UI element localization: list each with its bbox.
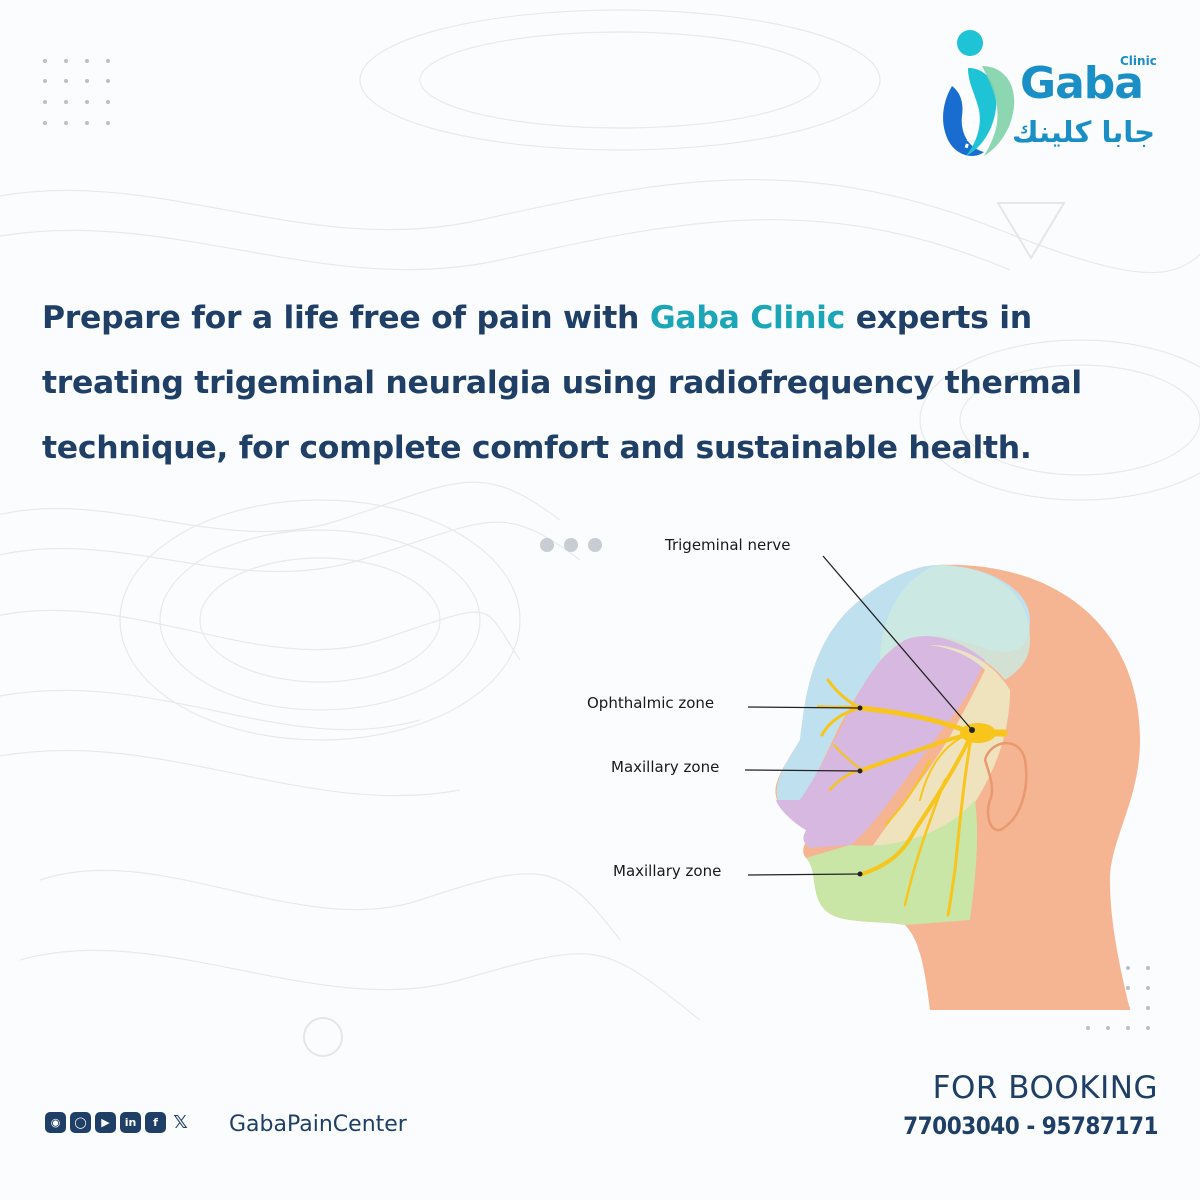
headline-highlight: Gaba Clinic	[649, 300, 846, 336]
x-icon[interactable]: 𝕏	[173, 1112, 188, 1133]
headline-after: experts in treating trigeminal neuralgia…	[42, 300, 1082, 466]
label-ophthalmic-zone: Ophthalmic zone	[587, 694, 715, 712]
booking-title: FOR BOOKING	[932, 1070, 1158, 1106]
circle-decoration	[303, 1017, 343, 1057]
ellipsis-dots	[540, 538, 602, 552]
dot-grid-top-left	[43, 59, 110, 125]
triangle-decoration	[996, 202, 1066, 260]
social-icons: ◉ ◯ ▶ in f 𝕏	[45, 1112, 191, 1133]
ear	[983, 741, 1028, 832]
label-maxillary-zone: Maxillary zone	[611, 758, 720, 776]
mandibular-zone	[806, 800, 978, 925]
trigeminal-head-illustration	[744, 555, 1140, 1010]
globe-icon[interactable]: ◉	[45, 1112, 66, 1133]
logo-brand-name: Gaba	[1020, 58, 1144, 109]
logo-figure-icon	[943, 30, 1015, 156]
booking-phones[interactable]: 77003040 - 95787171	[903, 1112, 1158, 1140]
logo-clinic-text: Clinic	[1120, 54, 1157, 68]
label-trigeminal-nerve: Trigeminal nerve	[665, 536, 791, 554]
headline: Prepare for a life free of pain with Gab…	[42, 286, 1152, 481]
linkedin-icon[interactable]: in	[120, 1112, 141, 1133]
instagram-icon[interactable]: ◯	[70, 1112, 91, 1133]
youtube-icon[interactable]: ▶	[95, 1112, 116, 1133]
maxillary-zone	[776, 636, 985, 848]
label-maxillary-zone-lower: Maxillary zone	[613, 862, 722, 880]
facebook-icon[interactable]: f	[145, 1112, 166, 1133]
logo-brand-arabic: جابا كلينك	[1012, 115, 1156, 149]
headline-before: Prepare for a life free of pain with	[42, 300, 650, 336]
social-handle[interactable]: GabaPainCenter	[229, 1112, 407, 1137]
